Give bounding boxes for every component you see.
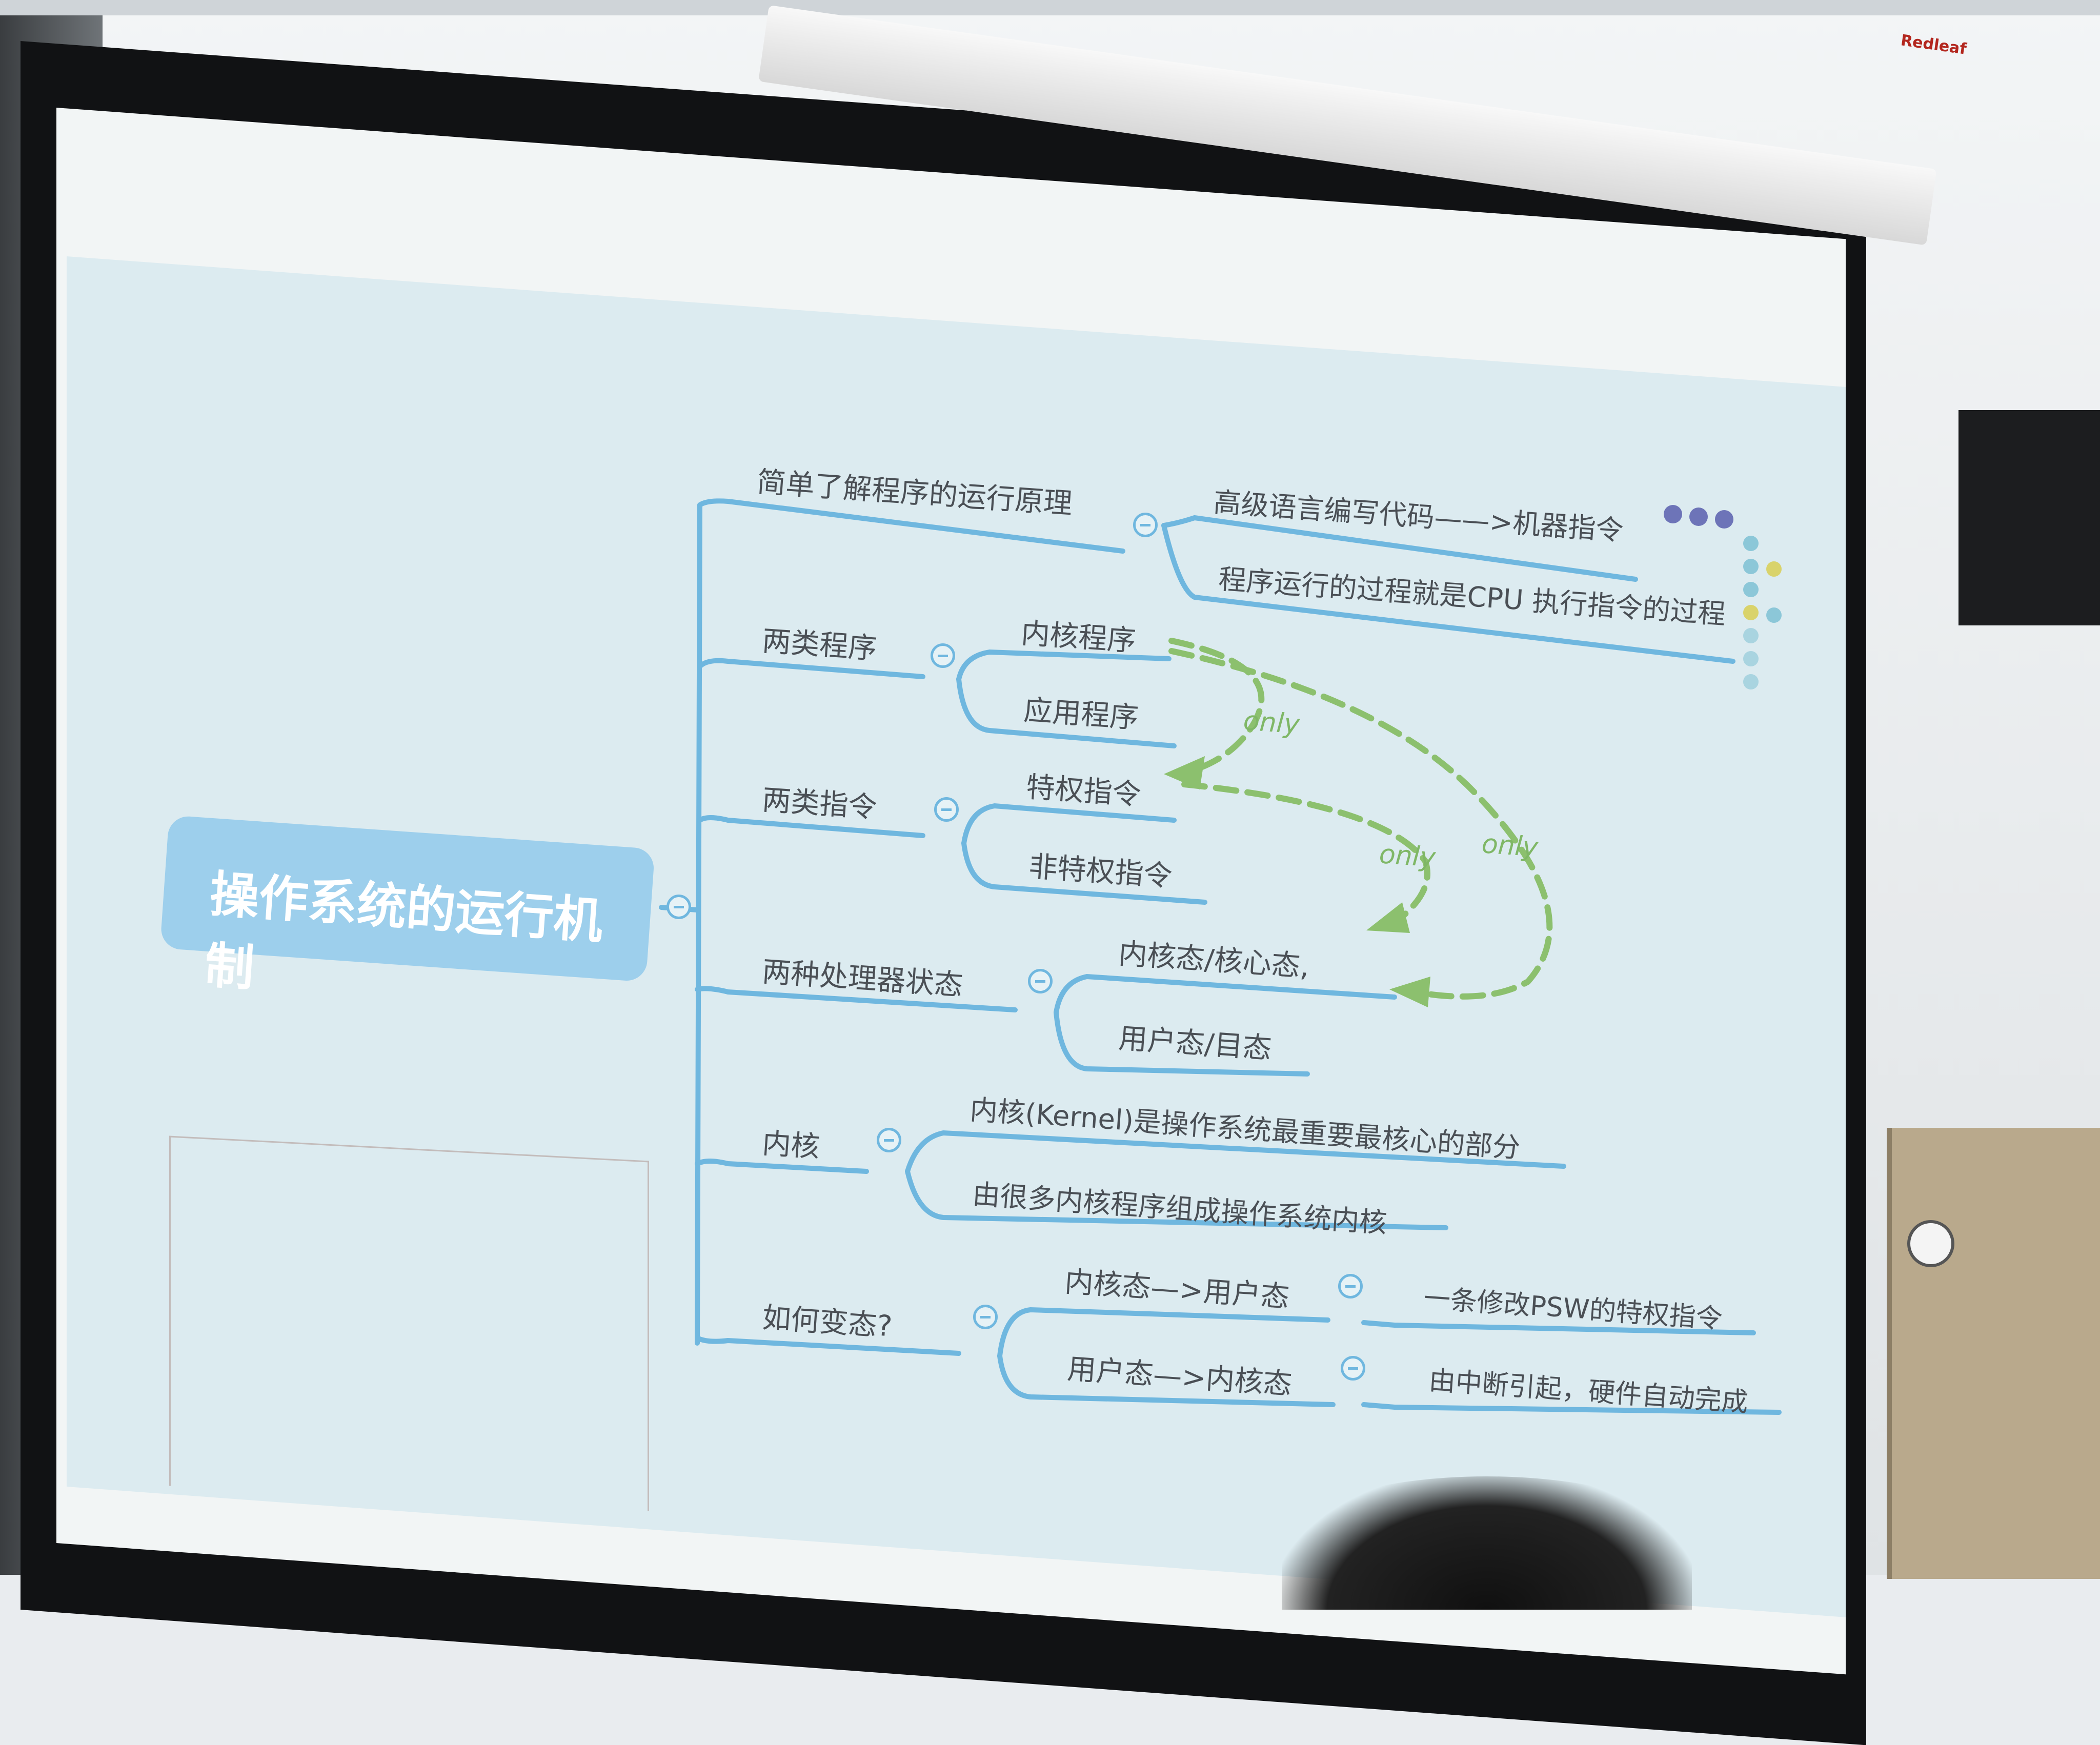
collapse-icon[interactable]: [877, 1128, 901, 1152]
arrowhead-icon: [1164, 756, 1205, 789]
wall-speaker: [1958, 410, 2100, 625]
arrowhead-icon: [1389, 977, 1430, 1007]
branch-label: 内核: [761, 1126, 821, 1164]
arrow-label: only: [1242, 705, 1301, 740]
collapse-icon[interactable]: [931, 643, 955, 668]
arrowhead-icon: [1366, 902, 1410, 933]
branch-label: 两类程序: [761, 624, 878, 666]
collapse-icon[interactable]: [667, 895, 691, 919]
arrow-label: only: [1378, 839, 1437, 874]
mind-map: 操作系统的运行机制 简单了解程序的运行原理 高级语言编写代码——>机器指令 程序…: [159, 465, 1782, 1418]
leaf-label: 特权指令: [1025, 770, 1142, 812]
collapse-icon[interactable]: [1341, 1356, 1365, 1381]
ceiling-strip: [0, 0, 2100, 15]
collapse-icon[interactable]: [1133, 513, 1158, 537]
panel-dial-icon: [1907, 1220, 1954, 1267]
collapse-icon[interactable]: [934, 797, 959, 822]
collapse-icon[interactable]: [973, 1305, 998, 1329]
collapse-icon[interactable]: [1028, 969, 1053, 993]
electrical-panel: [1887, 1128, 2100, 1579]
arrow-label: only: [1481, 828, 1539, 863]
mind-map-lines: [659, 498, 1782, 1415]
leaf-label: 内核程序: [1020, 616, 1137, 658]
collapse-icon[interactable]: [1338, 1274, 1363, 1298]
leaf-label: 应用程序: [1022, 693, 1140, 735]
student-head: [1282, 1476, 1692, 1610]
branch-label: 两类指令: [761, 783, 878, 825]
